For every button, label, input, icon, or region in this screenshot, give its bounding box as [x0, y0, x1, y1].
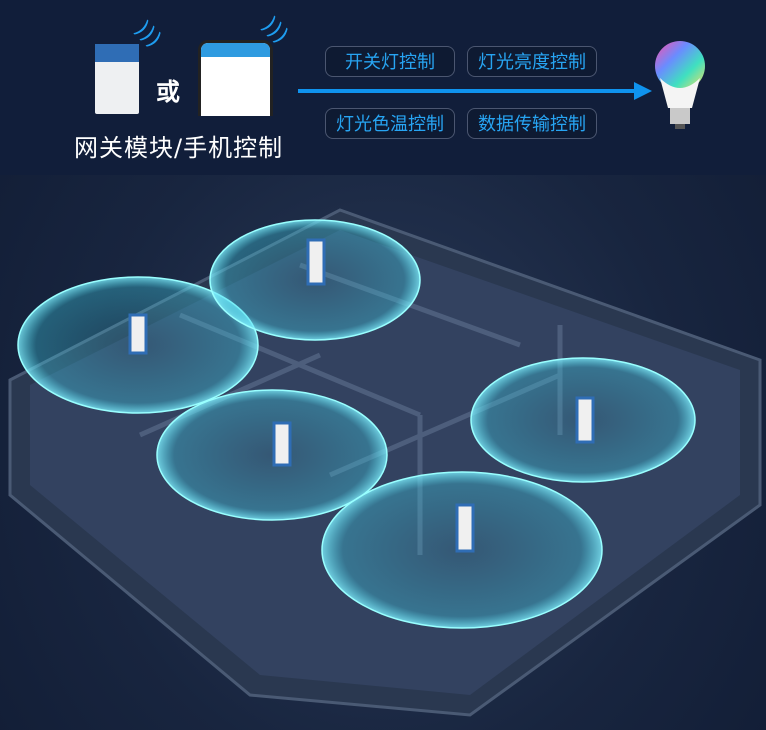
module-icon — [128, 313, 148, 355]
coverage-zone — [156, 389, 388, 521]
phone-icon — [198, 40, 273, 116]
arrow-right-icon — [298, 89, 638, 93]
floor-plan — [8, 208, 762, 717]
feature-tag: 数据传输控制 — [467, 108, 597, 139]
feature-tag: 灯光亮度控制 — [467, 46, 597, 77]
feature-tag: 灯光色温控制 — [325, 108, 455, 139]
module-icon — [306, 238, 326, 286]
module-icon — [575, 396, 595, 444]
or-label: 或 — [156, 78, 180, 106]
module-icon — [455, 503, 475, 553]
feature-tag: 开关灯控制 — [325, 46, 455, 77]
arrow-head — [634, 82, 652, 100]
module-icon — [272, 421, 292, 467]
caption: 网关模块/手机控制 — [74, 134, 284, 162]
module-icon — [95, 44, 139, 114]
bulb-icon — [655, 41, 705, 129]
